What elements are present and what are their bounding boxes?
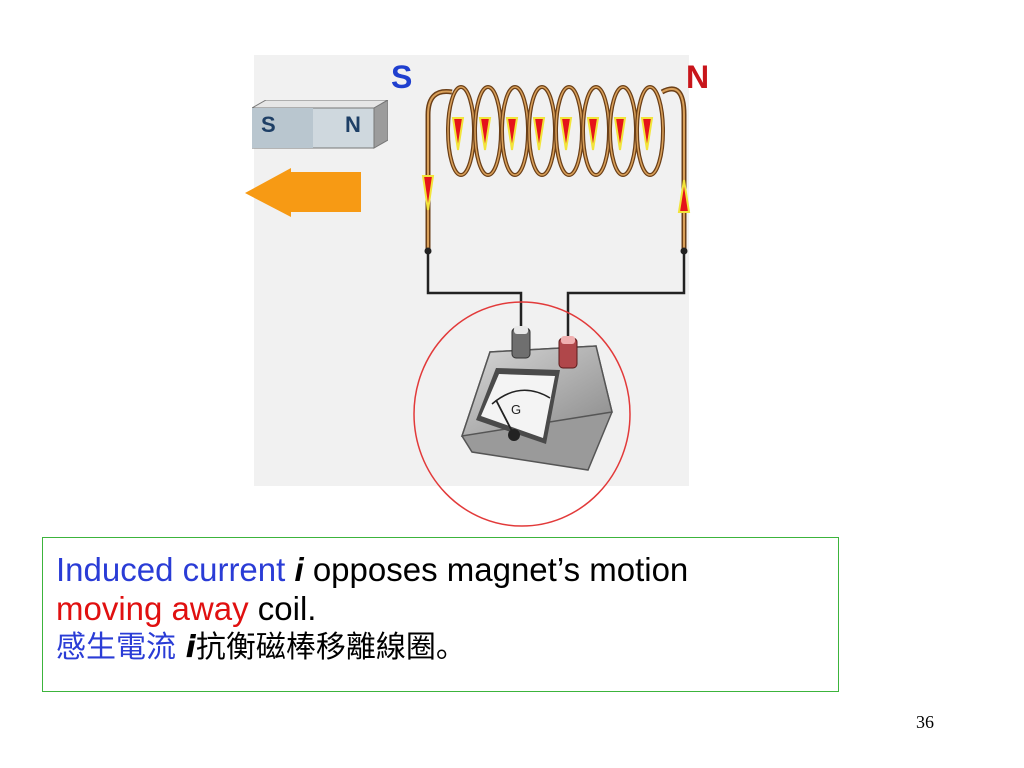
- current-marker-icon: [451, 117, 465, 151]
- caption-line-3: 感生電流 i抗衡磁棒移離線圈。: [56, 628, 838, 667]
- meter-symbol: G: [511, 402, 521, 417]
- caption-var-i-chinese: i: [185, 630, 196, 665]
- caption-induced-current: Induced current: [56, 551, 286, 588]
- caption-line2-rest: coil.: [248, 590, 317, 627]
- arrow-left-icon: [245, 168, 361, 217]
- caption-moving-away: moving away: [56, 590, 249, 627]
- page-number: 36: [916, 712, 934, 732]
- current-marker-icon: [505, 117, 519, 151]
- caption-line-1: Induced current i opposes magnet’s motio…: [56, 550, 838, 589]
- coil-pole-s: S: [391, 59, 413, 95]
- current-marker-icon: [532, 117, 546, 151]
- caption-chinese-title: 感生電流: [56, 630, 176, 665]
- magnet-pole-s: S: [261, 112, 276, 137]
- current-marker-icon: [640, 117, 654, 151]
- current-marker-down-icon: [421, 175, 435, 211]
- current-marker-up-icon: [677, 179, 691, 213]
- current-marker-icon: [586, 117, 600, 151]
- current-marker-icon: [559, 117, 573, 151]
- circuit-wires: [426, 250, 686, 340]
- coil: [425, 85, 687, 250]
- coil-loop: [636, 86, 664, 176]
- galvanometer: [460, 326, 613, 471]
- caption-line1-rest: opposes magnet’s motion: [303, 551, 689, 588]
- bar-magnet: S N: [252, 100, 388, 150]
- coil-pole-n: N: [686, 59, 710, 95]
- caption-line-2: moving away coil.: [56, 589, 838, 628]
- caption-var-i: i: [294, 551, 304, 588]
- caption-box: Induced current i opposes magnet’s motio…: [42, 537, 839, 692]
- current-marker-icon: [613, 117, 627, 151]
- magnet-pole-n: N: [345, 112, 361, 137]
- current-marker-icon: [478, 117, 492, 151]
- highlight-circle: [413, 301, 631, 527]
- caption-line3-rest: 抗衡磁棒移離線圈。: [195, 630, 466, 665]
